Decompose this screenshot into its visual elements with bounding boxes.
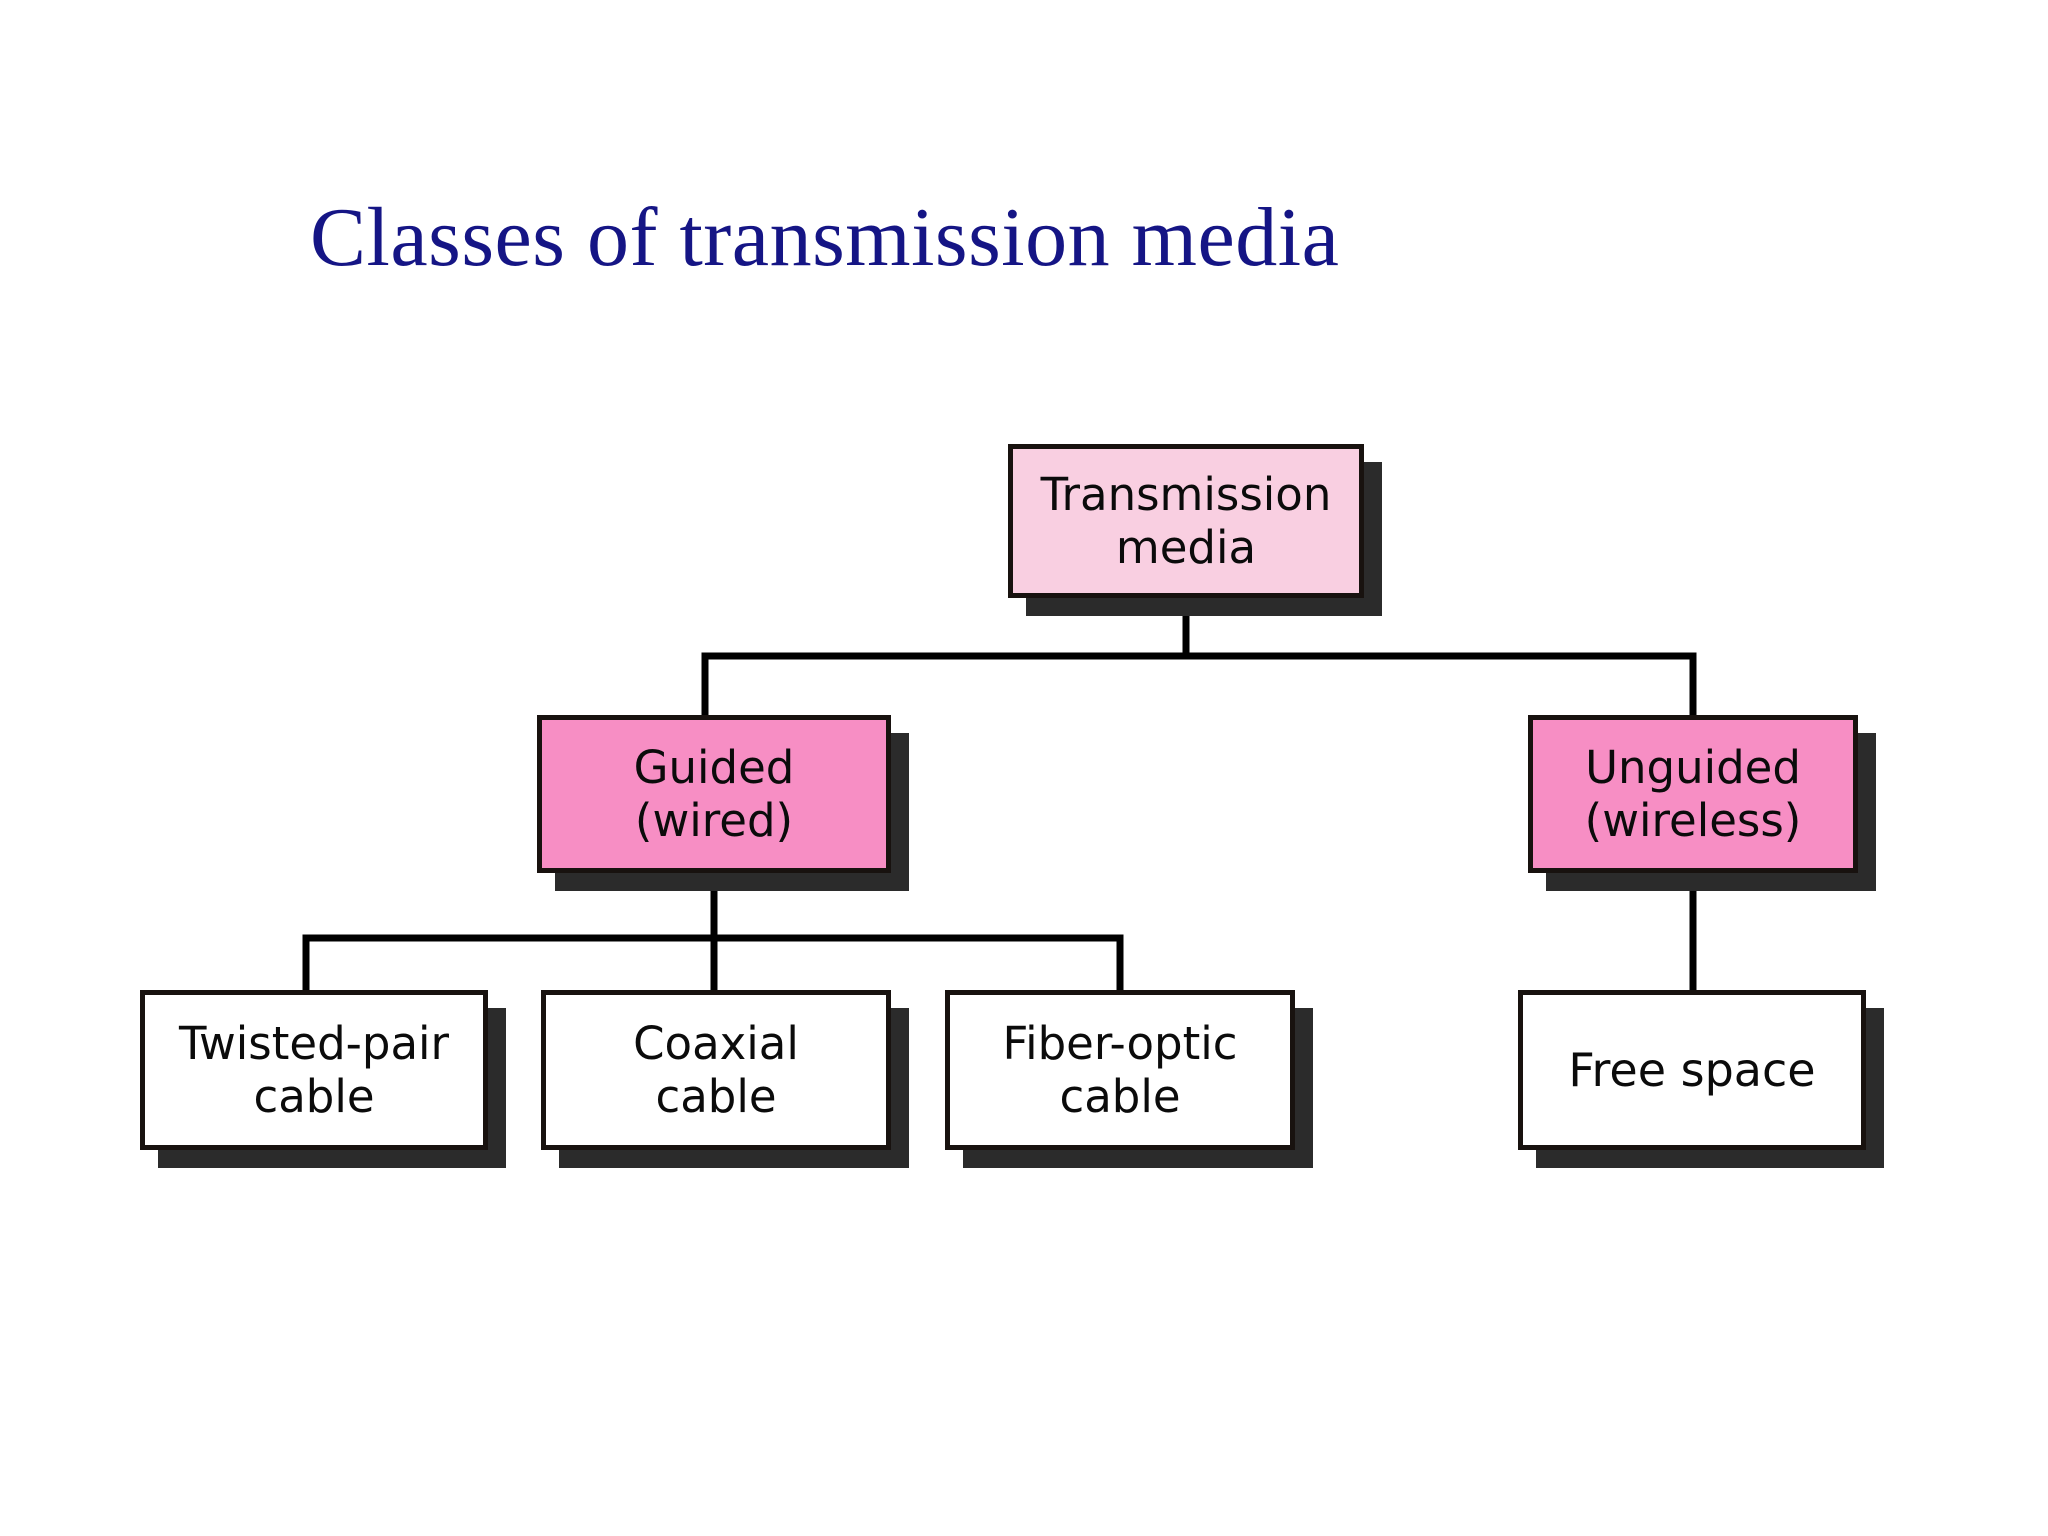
node-label-twisted-pair-cable: Twisted-pair cable [178,1016,450,1123]
node-label-guided-wired: Guided (wired) [633,740,795,847]
node-unguided-wireless[interactable]: Unguided (wireless) [1528,715,1858,873]
page-title: Classes of transmission media [310,191,1340,284]
node-label-free-space: Free space [1568,1042,1816,1097]
node-free-space[interactable]: Free space [1518,990,1866,1150]
node-label-coaxial-cable: Coaxial cable [633,1016,799,1123]
node-coaxial-cable[interactable]: Coaxial cable [541,990,891,1150]
node-label-fiber-optic-cable: Fiber-optic cable [1002,1016,1238,1123]
node-twisted-pair-cable[interactable]: Twisted-pair cable [140,990,488,1150]
node-label-transmission-media: Transmission media [1040,467,1332,574]
node-fiber-optic-cable[interactable]: Fiber-optic cable [945,990,1295,1150]
node-label-unguided-wireless: Unguided (wireless) [1584,740,1802,847]
node-guided-wired[interactable]: Guided (wired) [537,715,891,873]
node-transmission-media[interactable]: Transmission media [1008,444,1364,598]
